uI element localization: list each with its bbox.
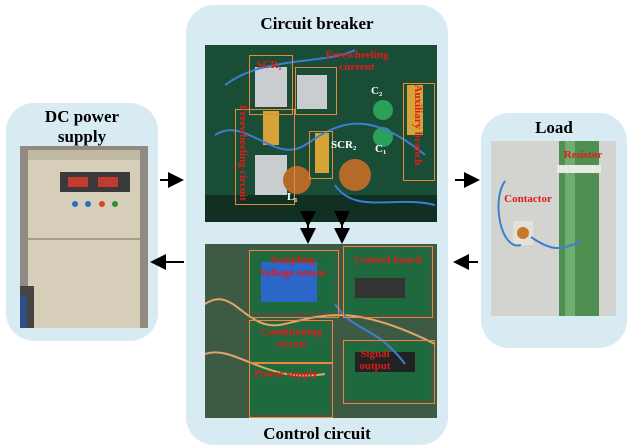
dc-power-supply-photo bbox=[20, 146, 148, 328]
load-photo: Resistor Contactor bbox=[491, 141, 616, 316]
freewheeling-circuit-box bbox=[235, 109, 295, 205]
signal-output-box bbox=[343, 340, 435, 404]
control-circuit-title: Control circuit bbox=[263, 424, 371, 443]
label-resistor: Resistor bbox=[563, 149, 603, 161]
scr2-box bbox=[309, 131, 333, 179]
label-l1: L₁ bbox=[287, 191, 298, 203]
freewheeling-current-box bbox=[295, 67, 337, 115]
control-board-image bbox=[205, 244, 437, 418]
auxiliary-branch-box bbox=[403, 83, 435, 181]
circuit-breaker-title: Circuit breaker bbox=[260, 14, 374, 33]
circuit-breaker-photo: SCR₁ Freewheeling current Freewheeling c… bbox=[205, 45, 437, 222]
label-c1: C₁ bbox=[375, 143, 387, 155]
label-signal-output: Signal output bbox=[359, 348, 391, 372]
control-circuit-photo: Sampling Voltage sensor Control board Co… bbox=[205, 244, 437, 418]
label-conditioning-circuit: Conditioning circuit bbox=[260, 326, 322, 350]
load-image bbox=[491, 141, 616, 316]
power-supply-box bbox=[249, 362, 333, 418]
label-contactor: Contactor bbox=[504, 193, 552, 205]
dc-power-title-line1: DC power bbox=[44, 107, 120, 126]
label-c2: C₂ bbox=[371, 85, 383, 97]
conditioning-circuit-box bbox=[249, 320, 333, 364]
label-scr2: SCR₂ bbox=[331, 139, 357, 151]
dc-power-title: DC power supply bbox=[6, 107, 158, 147]
scr1-box bbox=[249, 55, 293, 115]
sampling-box bbox=[249, 250, 339, 318]
dc-power-cabinet-image bbox=[20, 146, 148, 328]
breaker-board-image bbox=[205, 45, 437, 222]
load-title: Load bbox=[535, 118, 573, 137]
label-sampling: Sampling bbox=[270, 254, 316, 266]
label-freewheeling-current: Freewheeling current bbox=[325, 49, 389, 73]
control-board-box bbox=[343, 246, 433, 318]
label-control-board: Control board bbox=[354, 254, 422, 266]
label-power-supply: Power supply bbox=[254, 368, 318, 380]
label-voltage-sensor: Voltage sensor bbox=[259, 267, 327, 279]
dc-power-title-line2: supply bbox=[57, 127, 107, 146]
label-scr1: SCR₁ bbox=[256, 59, 282, 71]
